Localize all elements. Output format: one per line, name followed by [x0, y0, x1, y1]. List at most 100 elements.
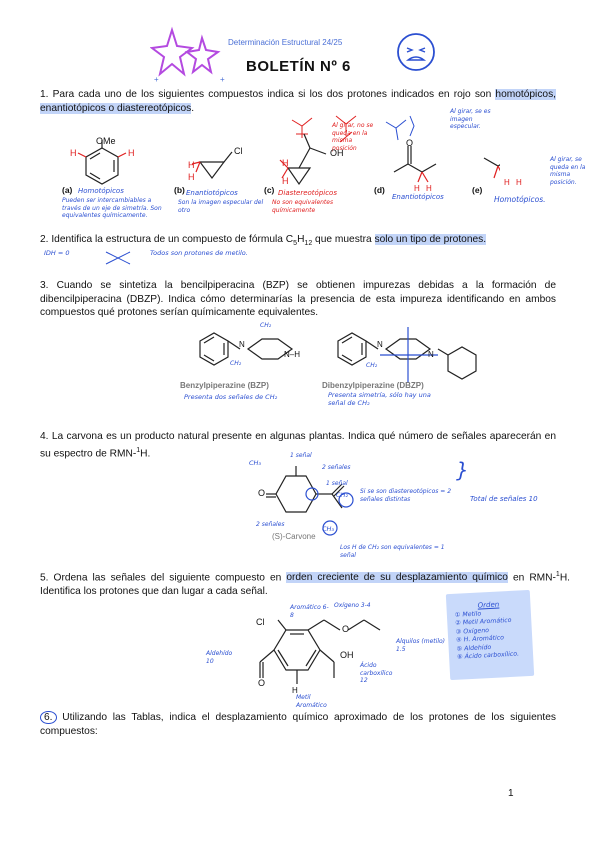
hydroxyl-label: OH: [340, 650, 354, 660]
ch2-label: CH₂: [230, 360, 242, 367]
bzp-caption: Benzylpiperazine (BZP): [180, 381, 269, 390]
carbonyl-oxygen: O: [258, 488, 266, 498]
label-a: (a): [62, 185, 73, 195]
svg-text:+: +: [220, 75, 225, 84]
ch2-label: CH₂: [336, 491, 349, 499]
question-number: 2.: [40, 234, 49, 245]
question-text: Para cada uno de los siguientes compuest…: [52, 89, 492, 100]
question-text: Identifica la estructura de un compuesto…: [51, 234, 294, 245]
chlorine-label: Cl: [256, 617, 265, 627]
idh-note: IDH = 0: [44, 249, 70, 257]
dbzp-note: Presenta simetría, sólo hay una señal de…: [328, 391, 431, 407]
q3-structures: [199, 327, 477, 383]
question-6: 6. Utilizando las Tablas, indica el desp…: [40, 711, 556, 738]
h-atom: H: [504, 178, 510, 187]
bzp-note: Presenta dos señales de CH₂: [184, 393, 278, 401]
answer-a: Homotópicos: [78, 187, 124, 195]
aromatic-note: Aromático 6-8: [290, 604, 329, 619]
course-title: Determinación Estructural 24/25: [228, 38, 343, 47]
nitrogen-label: N: [377, 340, 383, 349]
note-no-same-position: Al girar, no se queda en la misma posici…: [332, 122, 374, 152]
total-signals: Total de señales 10: [470, 495, 538, 503]
stereochem-scribbles: [291, 115, 415, 143]
page-number: 1: [508, 788, 514, 799]
label-d: (d): [374, 185, 385, 195]
question-text: Ordena las señales del siguiente compues…: [53, 572, 282, 584]
nitrogen-label: N: [428, 350, 434, 359]
signal-note: 2 señales: [322, 464, 351, 471]
highlighted-text: orden creciente de su desplazamiento quí…: [286, 572, 508, 584]
svg-text:+: +: [154, 75, 159, 84]
h-atom: H: [414, 184, 420, 193]
acid-note: Ácido carboxílico 12: [360, 662, 393, 684]
answer-c: Diastereotópicos: [278, 189, 337, 197]
hydroxyl-label: OH: [330, 148, 344, 158]
h-atom: H: [188, 172, 195, 182]
question-number: 4.: [40, 431, 49, 442]
h-atom: H: [516, 178, 522, 187]
brace-icon: }: [456, 458, 469, 482]
ch2-label: CH₂: [366, 362, 378, 369]
chlorine-label: Cl: [234, 146, 243, 156]
ch3-label: CH₃: [322, 525, 335, 533]
neopentane-sketch: [105, 251, 131, 265]
question-1: 1. Para cada uno de los siguientes compu…: [40, 89, 556, 114]
question-text: La carvona es un producto natural presen…: [40, 431, 556, 459]
methyl-note: Todos son protones de metilo.: [150, 249, 248, 257]
stars-doodle: + +: [150, 26, 225, 84]
question-number: 1.: [40, 89, 49, 100]
label-e: (e): [472, 185, 483, 195]
h-atom: H: [426, 184, 432, 193]
oxygen-label: O: [342, 624, 350, 634]
methoxy-label: OMe: [96, 136, 116, 146]
q5-structure: [259, 619, 381, 684]
note-same-position: Al girar, se queda en la misma posición.: [550, 156, 586, 186]
h-atom: H: [128, 148, 135, 158]
answer-b-note: Son la imagen especular del otro: [178, 199, 264, 214]
oxygen-label: O: [406, 138, 414, 148]
methyl-aromatic-note: Metil Aromático: [296, 694, 327, 709]
oxygen-label: O: [258, 678, 266, 688]
signal-note: 1 señal: [326, 480, 348, 487]
signal-note: 1 señal: [290, 452, 312, 459]
page-title: BOLETÍN Nº 6: [246, 58, 351, 75]
label-c: (c): [264, 185, 275, 195]
nitrogen-label: N: [239, 340, 245, 349]
ch3-label: CH₃: [249, 459, 262, 467]
question-text: Cuando se sintetiza la bencilpiperacina …: [40, 280, 556, 318]
dbzp-caption: Dibenzylpiperazine (DBZP): [322, 381, 424, 390]
sticky-note: Orden ① Metilo ② Metil Aromático ③ Oxíge…: [445, 589, 535, 681]
signal-note: Si se son diastereotópicos = 2 señales d…: [360, 488, 452, 503]
h-atom: H: [292, 686, 298, 695]
answer-d: Enantiotópicos: [392, 193, 444, 201]
question-3: 3. Cuando se sintetiza la bencilpiperaci…: [40, 279, 556, 320]
question-number: 5.: [40, 572, 49, 584]
question-5: 5. Ordena las señales del siguiente comp…: [40, 571, 571, 597]
carvone-structure: [266, 466, 354, 536]
label-b: (b): [174, 185, 185, 195]
h-atom: H: [282, 176, 289, 186]
answer-a-note: Pueden ser intercambiables a través de u…: [62, 197, 162, 219]
aldehyde-note: Aldehído 10: [206, 650, 233, 665]
answer-c-note: No son equivalentes químicamente: [272, 199, 334, 214]
question-number: 6.: [40, 711, 57, 724]
signal-note: 2 señales: [256, 521, 285, 528]
q1-structures: [77, 133, 500, 186]
h-atom: H: [282, 158, 289, 168]
ch2-label: CH₂: [260, 322, 272, 329]
question-2: 2. Identifica la estructura de un compue…: [40, 234, 487, 248]
nh-label: N–H: [284, 350, 301, 359]
highlighted-text: solo un tipo de protones.: [374, 234, 487, 245]
h-atom: H: [188, 160, 195, 170]
signal-note: Los H de CH₂ son equivalentes = 1 señal: [340, 544, 445, 559]
question-text: Utilizando las Tablas, indica el desplaz…: [40, 712, 556, 737]
alkyl-note: Alquilos (metilo) 1.5: [396, 638, 445, 653]
h-atom: H: [70, 148, 77, 158]
question-number: 3.: [40, 280, 49, 291]
answer-b: Enantiotópicos: [186, 189, 238, 197]
question-4: 4. La carvona es un producto natural pre…: [40, 431, 556, 459]
carvone-caption: (S)-Carvone: [272, 532, 316, 541]
answer-e: Homotópicos.: [494, 195, 546, 204]
note-mirror: Al girar, se es imagen especular.: [450, 108, 491, 130]
order-list: ① Metilo ② Metil Aromático ③ Oxígeno ④ H…: [455, 607, 534, 662]
